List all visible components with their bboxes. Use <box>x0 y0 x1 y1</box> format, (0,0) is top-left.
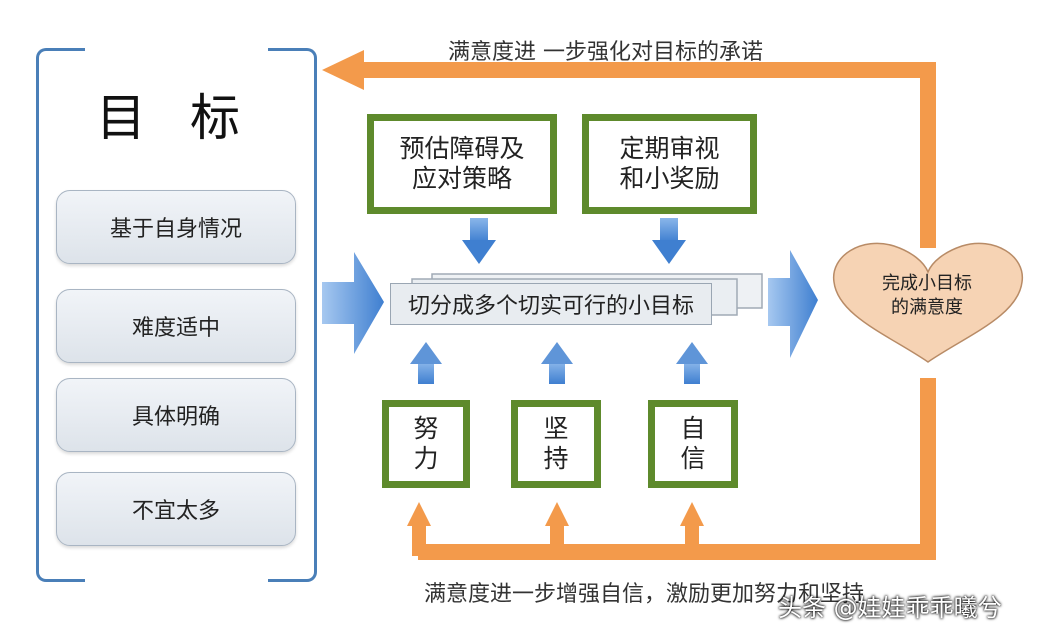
blue-up-shaft-2 <box>549 362 565 384</box>
feedback-loop-bottom <box>418 378 936 560</box>
goal-bracket-left <box>36 48 85 582</box>
blue-down-arrowhead-2 <box>652 240 686 264</box>
sub-goals-label: 切分成多个切实可行的小目标 <box>390 283 712 325</box>
effort-box: 努 力 <box>382 400 470 488</box>
orange-arrowhead-1 <box>407 502 431 526</box>
persistence-box: 坚 持 <box>511 400 601 488</box>
big-blue-arrow-right <box>768 250 818 358</box>
criterion-box: 具体明确 <box>56 378 296 452</box>
strategy-box-line1: 预估障碍及 <box>399 134 525 163</box>
watermark: 头条 @娃娃乖乖曦兮 <box>778 594 1002 622</box>
effort-box-line2: 力 <box>413 444 439 473</box>
confidence-box: 自 信 <box>648 400 738 488</box>
review-reward-box-line1: 定期审视 <box>619 134 720 163</box>
goal-title: 目 标 <box>96 89 254 147</box>
persistence-box-line2: 持 <box>543 444 569 473</box>
heart-label-line2: 的满意度 <box>891 297 963 318</box>
orange-shaft-1 <box>412 524 426 556</box>
heart-label: 完成小目标 的满意度 <box>852 272 1002 320</box>
criterion-box: 难度适中 <box>56 289 296 363</box>
criterion-box: 基于自身情况 <box>56 190 296 264</box>
blue-up-arrowhead-3 <box>676 342 708 364</box>
feedback-loop-top <box>360 62 936 248</box>
blue-down-arrowhead-1 <box>462 240 496 264</box>
strategy-box: 预估障碍及 应对策略 <box>367 114 557 214</box>
orange-arrowhead-2 <box>545 502 569 526</box>
review-reward-box: 定期审视 和小奖励 <box>582 114 757 214</box>
big-blue-arrow-left <box>322 252 384 354</box>
blue-down-shaft-2 <box>660 218 678 242</box>
heart-label-line1: 完成小目标 <box>882 273 972 294</box>
orange-shaft-3 <box>685 524 699 556</box>
confidence-box-line1: 自 <box>680 414 706 443</box>
feedback-top-arrowhead <box>322 50 364 90</box>
orange-arrowhead-3 <box>680 502 704 526</box>
top-feedback-caption: 满意度进 一步强化对目标的承诺 <box>448 40 763 65</box>
criterion-box: 不宜太多 <box>56 472 296 546</box>
persistence-box-line1: 坚 <box>543 414 569 443</box>
heart-shape <box>833 242 1023 363</box>
blue-up-shaft-1 <box>418 362 434 384</box>
orange-shaft-2 <box>550 524 564 556</box>
blue-up-arrowhead-2 <box>541 342 573 364</box>
blue-up-shaft-3 <box>684 362 700 384</box>
blue-down-shaft-1 <box>470 218 488 242</box>
blue-up-arrowhead-1 <box>410 342 442 364</box>
goal-bracket-right <box>268 48 317 582</box>
confidence-box-line2: 信 <box>680 444 706 473</box>
bottom-feedback-caption: 满意度进一步增强自信，激励更加努力和坚持 <box>424 582 865 607</box>
strategy-box-line2: 应对策略 <box>411 164 512 193</box>
review-reward-box-line2: 和小奖励 <box>619 164 720 193</box>
effort-box-line1: 努 <box>413 414 439 443</box>
